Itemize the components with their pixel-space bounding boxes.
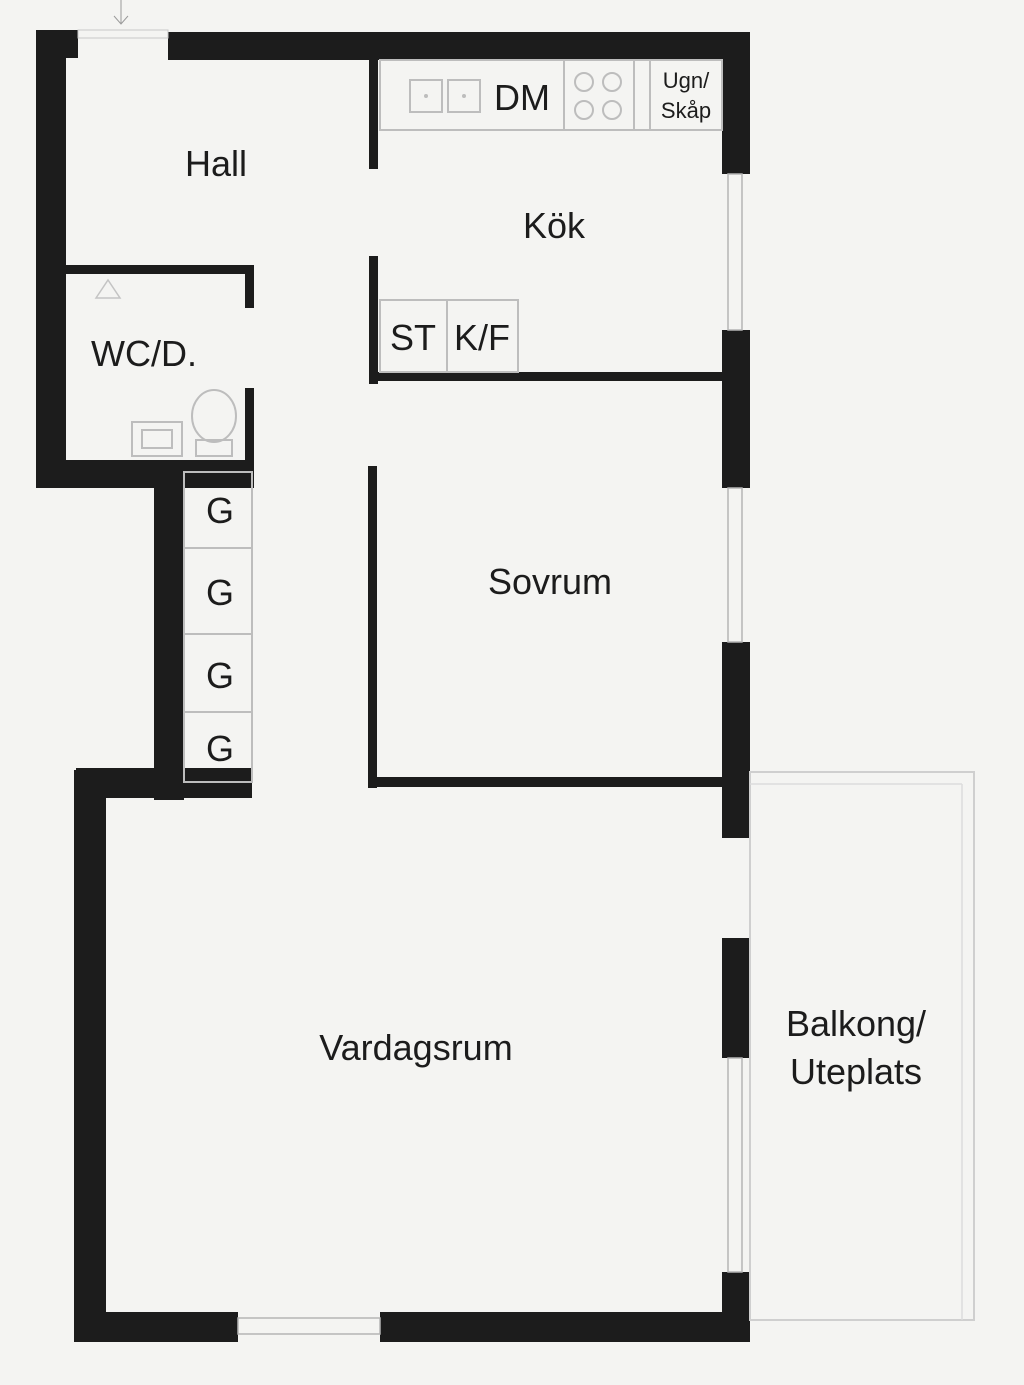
- kitchen-fixtures: [379, 59, 723, 373]
- room-label-bedroom: Sovrum: [488, 561, 612, 602]
- room-label-living: Vardagsrum: [319, 1027, 512, 1068]
- wall-wardrobe-left: [154, 460, 184, 800]
- wall-bottom-right: [380, 1312, 750, 1342]
- sink-basin-left: [409, 79, 443, 113]
- wc-sink-bowl: [141, 429, 173, 449]
- wall-wc-door-upper: [245, 265, 254, 308]
- fixture-label-stove: ST: [390, 317, 436, 358]
- wardrobe-label-2: G: [206, 572, 234, 613]
- wall-wc-door-lower: [245, 388, 254, 468]
- wc-fixtures: [94, 278, 237, 457]
- balcony-outline: [749, 771, 975, 1321]
- room-label-balcony-2: Uteplats: [790, 1051, 922, 1092]
- sink-basin-right: [447, 79, 481, 113]
- labels: Hall Kök WC/D. Sovrum Vardagsrum Balkong…: [91, 68, 926, 1092]
- wall-wc-top: [64, 265, 254, 274]
- window-living: [727, 1057, 743, 1273]
- wall-right-3: [722, 642, 750, 838]
- window-living-bottom: [237, 1317, 381, 1335]
- wall-left-upper: [36, 30, 66, 488]
- wall-kitchen-bedroom: [369, 372, 725, 381]
- sink-drain-left: [424, 94, 428, 98]
- stove-burner-3: [574, 100, 594, 120]
- room-label-balcony-1: Balkong/: [786, 1003, 926, 1044]
- fixture-label-fridge: K/F: [454, 317, 510, 358]
- kitchen-counter-top: [379, 59, 723, 131]
- fixture-label-dishwasher: DM: [494, 77, 550, 118]
- wall-wardrobe-cap: [182, 783, 252, 793]
- entrance-door: [77, 29, 169, 39]
- wall-left-lower: [74, 770, 106, 1342]
- wardrobe-label-3: G: [206, 655, 234, 696]
- wardrobe: [183, 471, 253, 783]
- wardrobe-label-1: G: [206, 490, 234, 531]
- wall-wc-bottom: [36, 460, 254, 488]
- room-label-hall: Hall: [185, 143, 247, 184]
- wall-top-right: [168, 32, 750, 60]
- wc-vent-icon: [94, 278, 122, 299]
- wardrobe-label-4: G: [206, 728, 234, 769]
- wc-sink: [131, 421, 183, 457]
- stove-burner-4: [602, 100, 622, 120]
- wardrobe-outline: [183, 471, 253, 783]
- fixture-label-oven-1: Ugn/: [663, 68, 710, 93]
- wall-right-5: [722, 1272, 750, 1342]
- window-bedroom: [727, 487, 743, 643]
- wall-bedroom-living: [368, 777, 725, 787]
- wall-right-4: [722, 938, 750, 1058]
- room-label-wc: WC/D.: [91, 333, 197, 374]
- stove-burner-1: [574, 72, 594, 92]
- fixture-label-oven-2: Skåp: [661, 98, 711, 123]
- room-label-kitchen: Kök: [523, 205, 586, 246]
- wall-bottom-left: [74, 1312, 238, 1342]
- st-kf-cabinet: [379, 299, 519, 373]
- walls: [36, 30, 750, 1342]
- stove-burner-2: [602, 72, 622, 92]
- openings: [77, 0, 975, 1335]
- window-kitchen: [727, 173, 743, 331]
- wall-right-1: [722, 32, 750, 174]
- entrance-arrow-head: [113, 15, 129, 25]
- wall-right-2: [722, 330, 750, 488]
- sink-drain-right: [462, 94, 466, 98]
- toilet-bowl: [191, 389, 237, 443]
- wall-hall-kitchen-lower: [369, 256, 378, 384]
- wall-bedroom-left: [368, 466, 377, 788]
- wall-hall-kitchen-upper: [369, 56, 378, 169]
- toilet-tank: [195, 439, 233, 457]
